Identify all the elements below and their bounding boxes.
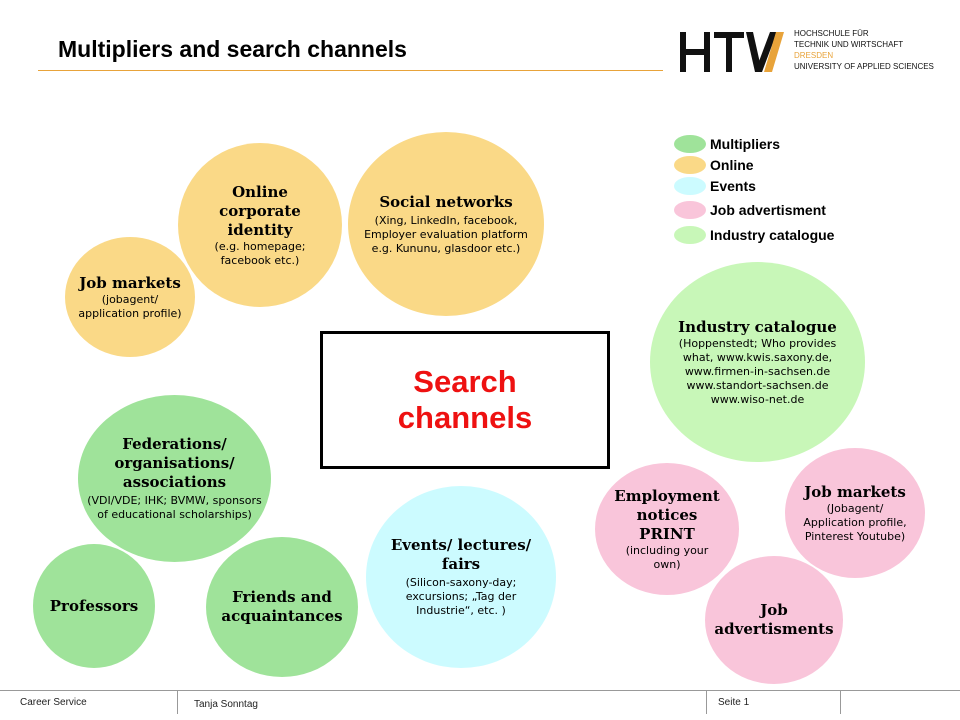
footer-author: Tanja Sonntag bbox=[194, 699, 258, 710]
title-underline bbox=[38, 70, 663, 71]
footer-divider bbox=[0, 690, 960, 691]
logo-text: HOCHSCHULE FÜR TECHNIK UND WIRTSCHAFT DR… bbox=[794, 29, 934, 71]
footer-separator bbox=[840, 690, 841, 714]
bubble-job-advertisments: Job advertisments bbox=[705, 556, 843, 684]
legend-dot bbox=[674, 226, 706, 244]
bubble-friends: Friends and acquaintances bbox=[206, 537, 358, 677]
bubble-federations: Federations/ organisations/ associations… bbox=[78, 395, 271, 562]
legend-dot bbox=[674, 135, 706, 153]
bubble-job-markets-online: Job markets (jobagent/ application profi… bbox=[65, 237, 195, 357]
legend-item-multipliers: Multipliers bbox=[674, 135, 780, 153]
bubble-employment-notices-print: Employment notices PRINT (including your… bbox=[595, 463, 739, 595]
htw-logo bbox=[680, 32, 784, 72]
legend-item-job-advertisment: Job advertisment bbox=[674, 201, 826, 219]
legend-dot bbox=[674, 156, 706, 174]
footer-separator bbox=[706, 690, 707, 714]
bubble-social-networks: Social networks (Xing, LinkedIn, faceboo… bbox=[348, 132, 544, 316]
search-channels-box: Search channels bbox=[320, 331, 610, 469]
footer-page-number: Seite 1 bbox=[718, 697, 750, 708]
bubble-events: Events/ lectures/ fairs (Silicon-saxony-… bbox=[366, 486, 556, 668]
legend-dot bbox=[674, 201, 706, 219]
page-title: Multipliers and search channels bbox=[58, 36, 407, 62]
legend-item-industry-catalogue: Industry catalogue bbox=[674, 226, 834, 244]
legend-dot bbox=[674, 177, 706, 195]
bubble-job-markets-ads: Job markets (Jobagent/ Application profi… bbox=[785, 448, 925, 578]
footer-separator bbox=[177, 690, 178, 714]
bubble-online-corporate-identity: Online corporate identity (e.g. homepage… bbox=[178, 143, 342, 307]
legend-item-online: Online bbox=[674, 156, 754, 174]
legend-item-events: Events bbox=[674, 177, 756, 195]
bubble-professors: Professors bbox=[33, 544, 155, 668]
bubble-industry-catalogue: Industry catalogue (Hoppenstedt; Who pro… bbox=[650, 262, 865, 462]
footer-career-service: Career Service bbox=[20, 697, 87, 708]
search-channels-label: Search channels bbox=[397, 364, 533, 435]
